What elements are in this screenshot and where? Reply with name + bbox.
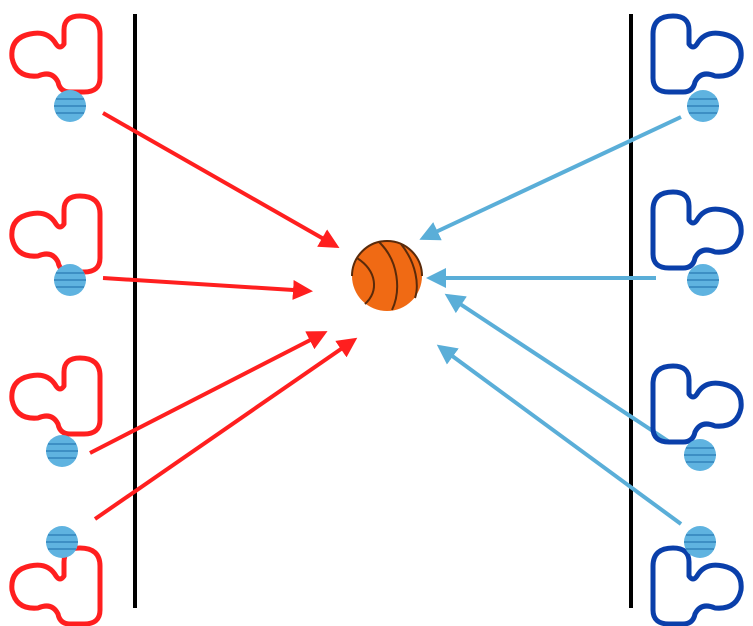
- player-figure-icon: [9, 355, 103, 437]
- striped-ball-icon: [46, 435, 78, 467]
- striped-ball-icon: [684, 526, 716, 558]
- basketball-icon: [351, 240, 423, 311]
- striped-ball-icon: [687, 90, 719, 122]
- player-figure-icon: [9, 13, 103, 95]
- player-figure-icon: [650, 189, 744, 271]
- red-team: [9, 13, 103, 626]
- blue-player-3: [650, 363, 744, 445]
- player-figure-icon: [9, 193, 103, 275]
- blue-player-1: [650, 13, 744, 95]
- player-figure-icon: [9, 545, 103, 626]
- striped-ball-icon: [46, 526, 78, 558]
- blue-player-2: [650, 189, 744, 271]
- red-player-4: [9, 545, 103, 626]
- blue-team: [650, 13, 744, 626]
- player-figure-icon: [650, 363, 744, 445]
- striped-ball-icon: [684, 439, 716, 471]
- striped-ball-icon: [54, 264, 86, 296]
- red-arrow-1: [102, 111, 340, 248]
- player-figure-icon: [650, 13, 744, 95]
- red-arrow-3: [89, 331, 328, 455]
- striped-ball-icon: [54, 90, 86, 122]
- blue-arrow-1: [419, 115, 682, 241]
- player-figure-icon: [650, 545, 744, 626]
- striped-ball-icon: [687, 264, 719, 296]
- small-balls: [46, 90, 719, 558]
- blue-arrow-4: [436, 344, 683, 526]
- red-arrows: [89, 111, 358, 521]
- red-player-3: [9, 355, 103, 437]
- red-player-1: [9, 13, 103, 95]
- blue-arrows: [419, 115, 683, 526]
- red-player-2: [9, 193, 103, 275]
- blue-player-4: [650, 545, 744, 626]
- red-arrow-4: [93, 337, 358, 521]
- red-arrow-2: [102, 276, 313, 300]
- blue-arrow-3: [444, 293, 673, 445]
